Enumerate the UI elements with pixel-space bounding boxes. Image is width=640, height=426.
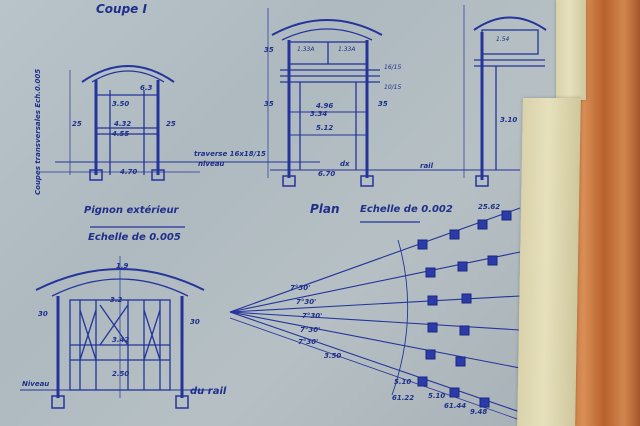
pignon-dim-top: 1.9 [116,262,129,270]
right-dim-h: 3.10 [500,116,518,124]
coupe-dim-right: 25 [166,120,176,128]
plan-column-markers [417,210,512,408]
blueprint-drawing [20,5,547,421]
plan-dim-r6: 9.48 [470,408,488,416]
right-section [463,5,547,187]
plan-angle-2: 7°30' [296,298,317,306]
pignon-title: Pignon extérieur [84,205,179,216]
mid-dim-w1: 4.96 [316,102,334,110]
rail-label: rail [420,162,433,170]
pignon-dim-right: 30 [190,318,200,326]
middle-section [267,8,520,187]
mid-dim-left: 35 [264,46,274,54]
plan-title: Plan [310,202,340,216]
plan-angle-4: 7°30' [300,326,321,334]
plan-angle-1: 7°30' [290,284,311,292]
traverse-label: traverse 16x18/15 [194,150,266,158]
coupe-dim-arc: 6.3 [140,84,153,92]
coupes-transversales-label: Coupes transversales Ech.0.005 [34,68,42,195]
pignon-dim-left: 30 [38,310,48,318]
right-span: 1.54 [496,36,510,43]
plan-dim-r3: 61.22 [392,394,415,402]
mid-dx: dx [340,160,350,168]
mid-dim-left2: 35 [264,100,274,108]
masking-tape-top [556,0,586,100]
mid-span-left: 1.33A [297,46,315,53]
plan-dim-r4: 5.10 [428,392,446,400]
plan-dim-r2: 3.50 [324,352,342,360]
niveau-label: niveau [198,160,225,168]
mid-dim-w3: 6.70 [318,170,336,178]
plan-dimension: 25.62 [478,203,501,211]
coupe-dim-w2: 4.32 [114,120,132,128]
coupe-dim-w3: 4.70 [120,168,138,176]
coupe-dim-h: 3.50 [112,100,130,108]
plan-dim-r5: 61.44 [444,402,467,410]
mid-span-right: 1.33A [338,46,356,53]
mid-dim-right: 35 [378,100,388,108]
mid-ratio-2: 10/15 [384,84,402,91]
pignon-dim-h: 3.42 [112,336,130,344]
mid-dim-h: 3.34 [310,110,328,118]
plan-dim-r1: 5.10 [394,378,412,386]
coupe-dim-left: 25 [72,120,82,128]
plan-angle-3: 7°30' [302,312,323,320]
plan-angle-5: 7°30' [298,338,319,346]
mid-dim-w2: 5.12 [316,124,334,132]
plan-scale: Echelle de 0.002 [360,204,453,215]
coupe-i-section [40,65,320,181]
pignon-niveau-label: Niveau [22,380,50,388]
pignon-scale: Echelle de 0.005 [88,232,181,243]
pignon-rail-label: du rail [190,386,227,397]
mid-ratio-1: 16/15 [384,64,402,71]
coupe-dim-w1: 4.55 [112,130,130,138]
pignon-elevation [20,256,210,409]
plan-radial-rays [229,207,521,421]
blueprint-sheet: Coupe I Coupes transversales Ech.0.005 P… [0,0,560,426]
pignon-dim-h2: 2.50 [112,370,130,378]
coupe-title: Coupe I [96,2,147,16]
pignon-dim-w1: 3.2 [110,296,123,304]
masking-tape-side [517,98,581,426]
